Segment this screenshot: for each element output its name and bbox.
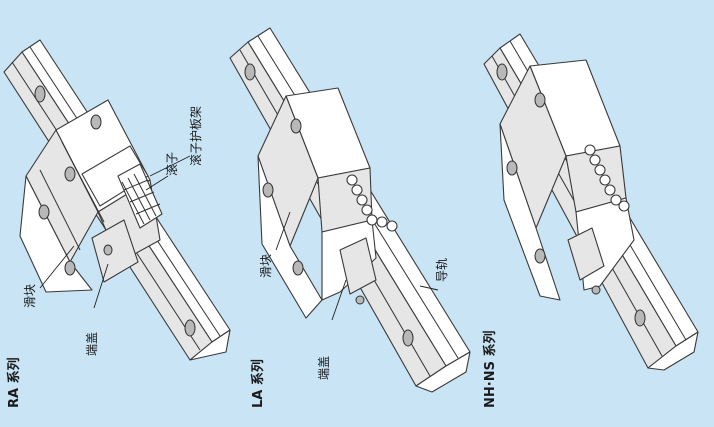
- ra-block-bolt-hole: [64, 260, 76, 276]
- la-leader-rail: [419, 285, 439, 291]
- ra-block-bolt-hole: [64, 166, 76, 182]
- la-label-slider: 滑块: [259, 254, 273, 278]
- la-block-bolt-hole: [290, 118, 302, 134]
- nh-ball-row: [584, 144, 630, 212]
- ra-leader-cage: [149, 155, 191, 177]
- figure-la: LA 系列 滑块 端盖 导轨: [229, 27, 471, 408]
- ra-series-label: RA 系列: [6, 357, 22, 408]
- ra-label-roller: 滚子: [164, 152, 179, 176]
- ra-rail-mount-hole: [34, 85, 46, 103]
- ra-label-slider: 滑块: [23, 284, 37, 308]
- ra-block-bolt-hole: [38, 204, 50, 220]
- ra-block-bolt-hole: [90, 114, 102, 130]
- figure-ra: RA 系列 滑块 端盖 滚子 滚子护板架: [3, 39, 231, 408]
- la-leader-endcap: [331, 279, 347, 321]
- nh-block-bolt-hole: [534, 248, 546, 264]
- la-block-bolt-hole: [262, 182, 274, 198]
- la-block-bolt-hole: [292, 260, 304, 276]
- nh-rail-mount-hole: [634, 309, 646, 327]
- figure-nh-ns: NH·NS 系列: [482, 33, 699, 408]
- la-ball-row: [346, 174, 398, 232]
- la-leader-slider: [275, 211, 291, 251]
- ra-rail-mount-hole: [184, 319, 196, 337]
- nh-block-bolt-hole: [506, 160, 518, 176]
- ra-leader-endcap: [93, 263, 109, 309]
- la-label-rail: 导轨: [435, 258, 449, 282]
- la-block: [257, 87, 377, 319]
- ra-label-endcap: 端盖: [85, 332, 99, 356]
- ra-leader-slider: [39, 245, 75, 289]
- la-rail-mount-hole: [402, 329, 414, 347]
- ra-leader-roller: [145, 175, 169, 191]
- la-end-cap: [339, 237, 377, 305]
- la-label-endcap: 端盖: [317, 356, 331, 380]
- nh-series-label: NH·NS 系列: [482, 331, 498, 408]
- nh-block-bolt-hole: [534, 92, 546, 108]
- la-rail-mount-hole: [244, 63, 256, 81]
- ra-roller-cage: [117, 163, 163, 229]
- nh-rail-mount-hole: [496, 63, 508, 81]
- ra-label-cage: 滚子护板架: [188, 106, 203, 166]
- nh-end-seal: [567, 227, 605, 295]
- ra-end-cap: [91, 219, 139, 283]
- la-series-label: LA 系列: [250, 359, 266, 408]
